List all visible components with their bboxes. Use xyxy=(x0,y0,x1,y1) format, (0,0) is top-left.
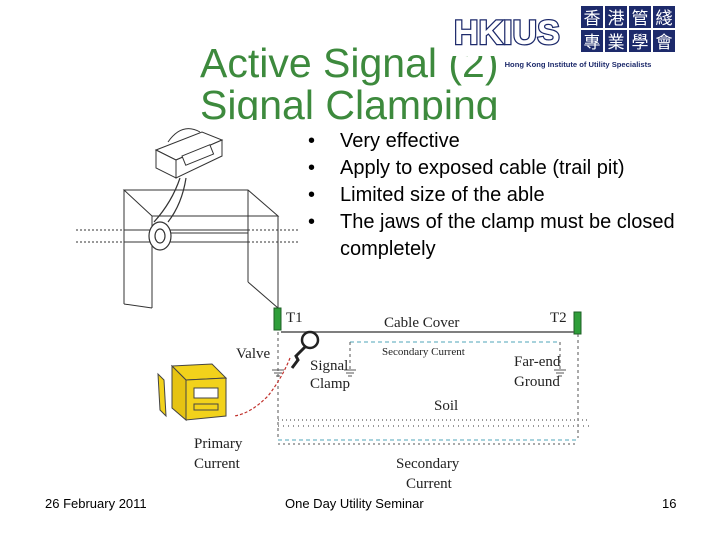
terminal-t2 xyxy=(573,311,582,335)
label-far-end: Far-end xyxy=(514,354,561,370)
trail-pit-illustration xyxy=(76,128,300,309)
logo-char-7: 學 xyxy=(632,33,649,52)
logo-abbrev: HKIUS xyxy=(454,14,560,52)
logo-char-4: 綫 xyxy=(656,9,673,28)
signal-transmitter xyxy=(154,128,224,179)
transmitter-yellow xyxy=(157,363,228,422)
label-valve: Valve xyxy=(236,346,270,362)
label-current-primary: Current xyxy=(194,456,241,472)
hkius-logo: HKIUS 香 港 管 綫 專 業 學 會 Hong Kong Institut… xyxy=(448,4,675,69)
logo-char-1: 香 xyxy=(584,9,601,28)
label-signal: Signal xyxy=(310,358,348,374)
label-soil: Soil xyxy=(434,398,458,414)
bullet-item: Very effective xyxy=(308,128,708,155)
label-t1: T1 xyxy=(286,310,303,326)
logo-char-2: 港 xyxy=(608,9,625,28)
logo-full-name: Hong Kong Institute of Utility Specialis… xyxy=(505,60,652,69)
slide-title-line2: Signal Clamping xyxy=(200,82,499,120)
terminal-t1 xyxy=(273,307,282,331)
label-cable-cover: Cable Cover xyxy=(384,315,459,331)
label-current-bottom: Current xyxy=(406,476,453,492)
bullet-list: Very effective Apply to exposed cable (t… xyxy=(308,128,708,263)
clamp-on-pipe xyxy=(148,177,187,251)
footer-page-number: 16 xyxy=(662,496,677,511)
label-primary: Primary xyxy=(194,436,243,452)
logo-char-5: 專 xyxy=(584,33,601,52)
bullet-item: Limited size of the able xyxy=(308,182,708,209)
logo-char-6: 業 xyxy=(608,33,625,52)
label-clamp: Clamp xyxy=(310,376,350,392)
signal-clamp-circuit-diagram: T1 T2 Cable Cover Secondary Current Valv… xyxy=(157,307,590,492)
label-ground: Ground xyxy=(514,374,560,390)
footer-event: One Day Utility Seminar xyxy=(285,496,424,511)
label-secondary-bottom: Secondary xyxy=(396,456,460,472)
logo-char-8: 會 xyxy=(656,33,673,52)
label-secondary-current-top: Secondary Current xyxy=(382,346,465,358)
logo-char-3: 管 xyxy=(632,9,649,28)
label-t2: T2 xyxy=(550,310,567,326)
bullet-item: The jaws of the clamp must be closed com… xyxy=(308,209,708,263)
footer-date: 26 February 2011 xyxy=(45,496,147,511)
signal-clamp-symbol xyxy=(300,330,320,350)
bullet-item: Apply to exposed cable (trail pit) xyxy=(308,155,708,182)
